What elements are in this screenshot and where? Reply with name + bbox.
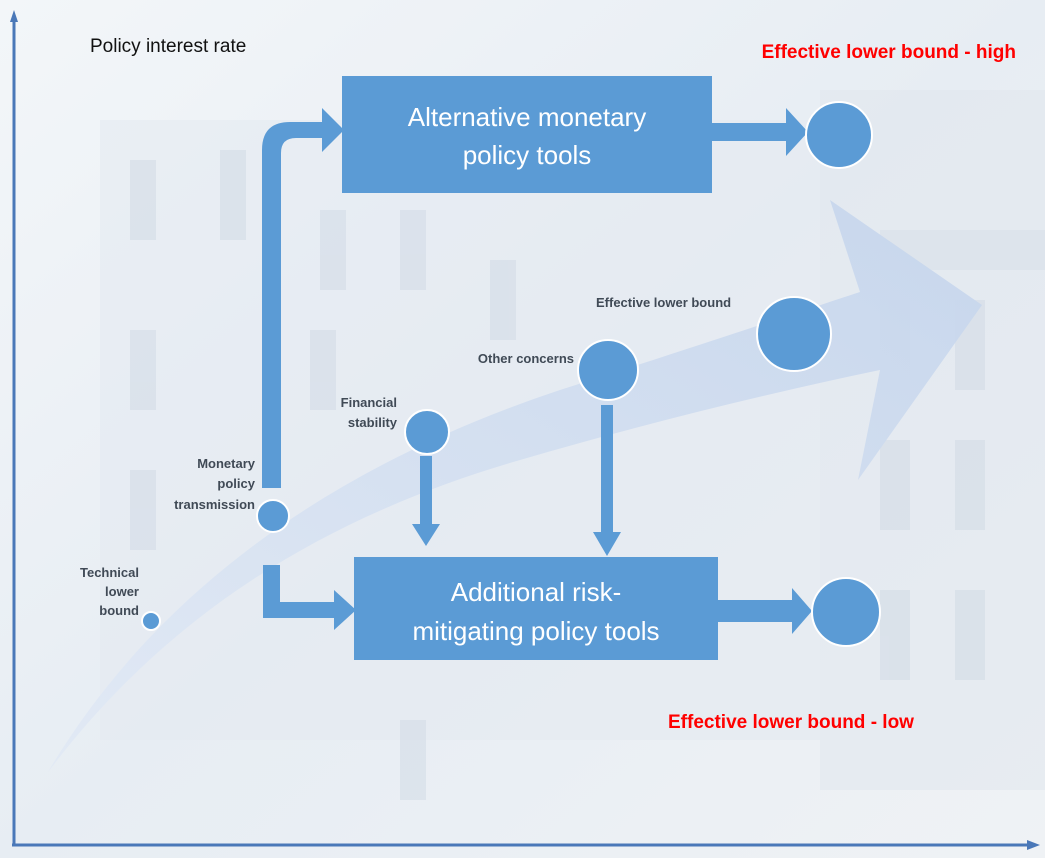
y-axis-arrowhead bbox=[10, 10, 18, 22]
label-transmission-line1: Monetary bbox=[197, 456, 256, 471]
outcome-circle-low bbox=[811, 577, 881, 647]
arrow-to-high-outcome bbox=[712, 108, 808, 156]
node-financial-stability bbox=[404, 409, 450, 455]
box-additional-line1: Additional risk- bbox=[451, 577, 622, 607]
axes bbox=[10, 10, 1040, 850]
label-technical-line1: Technical bbox=[80, 565, 139, 580]
label-stability-line1: Financial bbox=[341, 395, 397, 410]
box-additional-line2: mitigating policy tools bbox=[412, 616, 659, 646]
label-transmission-line3: transmission bbox=[174, 497, 255, 512]
box-alternative-line2: policy tools bbox=[463, 140, 592, 170]
progression-curve-arrow bbox=[48, 200, 982, 772]
heading-effective-lower-bound-low: Effective lower bound - low bbox=[668, 712, 914, 733]
x-axis-arrowhead bbox=[1027, 840, 1040, 850]
connector-to-alternative-tools bbox=[262, 108, 344, 488]
arrow-financial-stability-down bbox=[412, 456, 440, 546]
label-effective-lower-bound: Effective lower bound bbox=[596, 295, 731, 310]
arrow-to-low-outcome bbox=[718, 588, 812, 634]
label-other-concerns: Other concerns bbox=[478, 351, 574, 366]
connector-to-additional-tools bbox=[263, 565, 356, 630]
box-additional-risk-mitigating-policy-tools: Additional risk- mitigating policy tools bbox=[354, 557, 718, 660]
heading-effective-lower-bound-high: Effective lower bound - high bbox=[762, 42, 1016, 63]
label-stability-line2: stability bbox=[348, 415, 398, 430]
stage-nodes bbox=[141, 101, 881, 647]
outcome-circle-high bbox=[805, 101, 873, 169]
node-technical-lower-bound bbox=[141, 611, 161, 631]
label-transmission-line2: policy bbox=[217, 476, 255, 491]
node-effective-lower-bound bbox=[756, 296, 832, 372]
node-other-concerns bbox=[577, 339, 639, 401]
box-alternative-monetary-policy-tools: Alternative monetary policy tools bbox=[342, 76, 712, 193]
label-technical-line2: lower bbox=[105, 584, 139, 599]
arrow-other-concerns-down bbox=[593, 405, 621, 556]
connectors bbox=[262, 108, 812, 634]
y-axis-label: Policy interest rate bbox=[90, 36, 246, 57]
node-monetary-policy-transmission bbox=[256, 499, 290, 533]
label-technical-line3: bound bbox=[99, 603, 139, 618]
box-alternative-line1: Alternative monetary bbox=[408, 102, 646, 132]
